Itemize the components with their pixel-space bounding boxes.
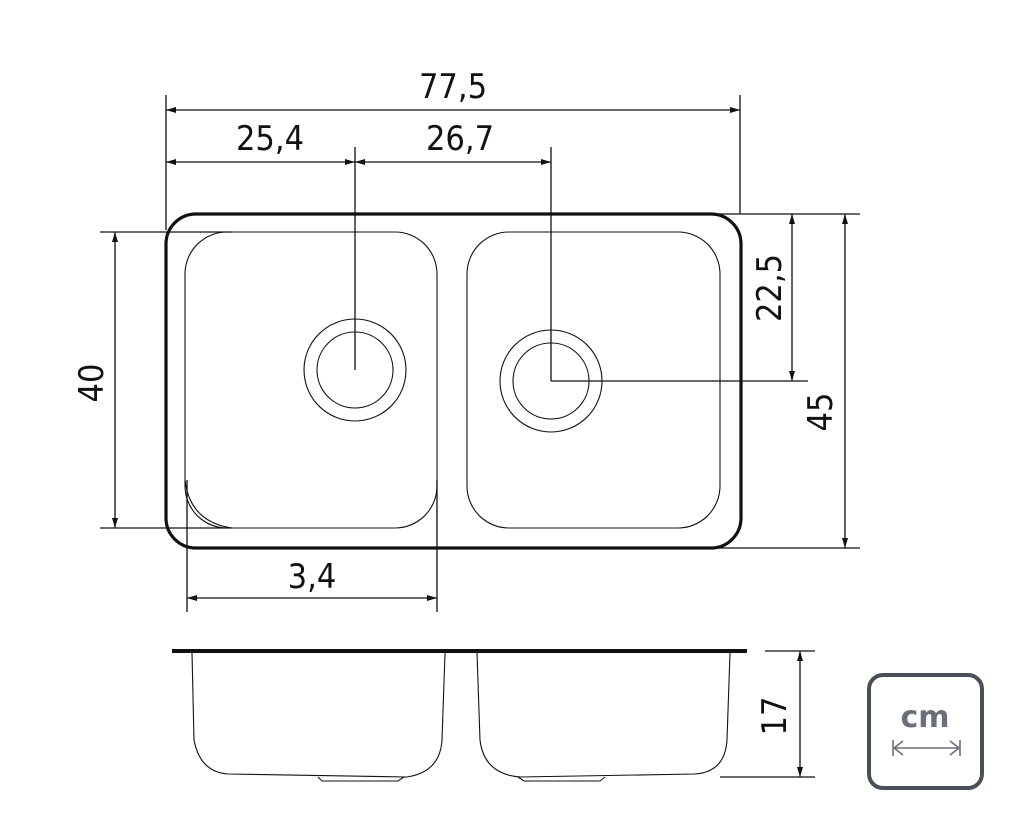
unit-label: cm xyxy=(900,700,949,735)
dim-left-drain-offset: 25,4 xyxy=(236,119,304,159)
left-bowl xyxy=(184,231,438,529)
dim-drain-spacing: 26,7 xyxy=(426,119,494,159)
bowl-corner xyxy=(184,479,233,529)
dimension-labels: 77,5 25,4 26,7 40 22,5 45 3,4 17 xyxy=(72,67,841,735)
dim-bowl-depth: 40 xyxy=(72,364,112,403)
dim-bowl-width: 3,4 xyxy=(288,557,337,597)
dim-height: 17 xyxy=(755,697,795,736)
width-arrow-icon xyxy=(892,740,961,756)
dim-drain-from-top: 22,5 xyxy=(750,254,790,322)
unit-badge: cm xyxy=(867,673,984,790)
right-bowl xyxy=(466,231,721,529)
side-view xyxy=(172,649,747,782)
side-left-bowl xyxy=(191,652,446,778)
dim-total-depth: 45 xyxy=(801,393,841,432)
side-right-bowl xyxy=(476,652,731,778)
dimension-lines xyxy=(100,95,860,778)
dim-total-width: 77,5 xyxy=(419,67,487,107)
side-right-drain xyxy=(517,776,606,782)
side-left-drain xyxy=(317,776,405,782)
